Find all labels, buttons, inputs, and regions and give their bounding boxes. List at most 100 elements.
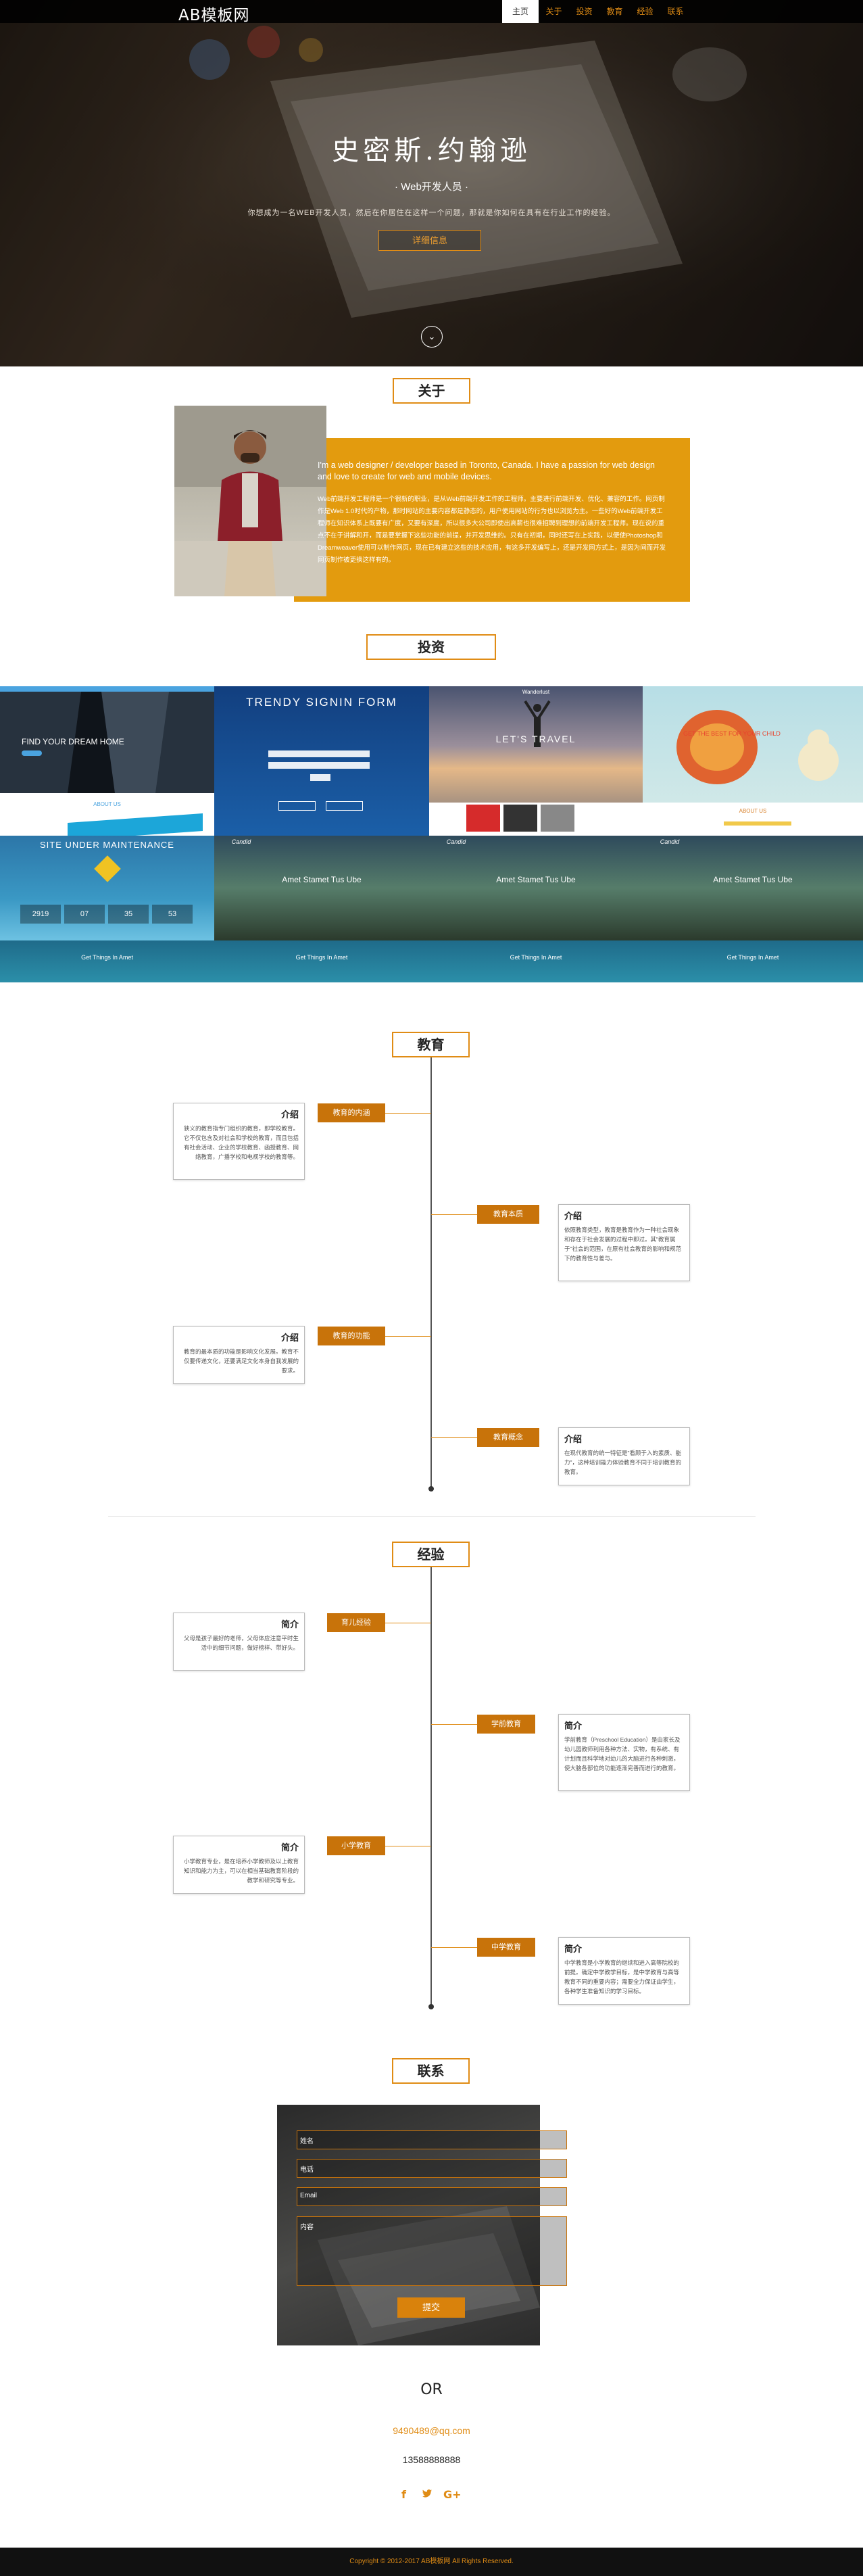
portfolio-caption-12: Get Things In Amet bbox=[726, 954, 779, 961]
hero-section: 史密斯.约翰逊 · Web开发人员 · 你想成为一名WEB开发人员，然后在你居住… bbox=[0, 0, 863, 366]
contact-phone: 13588888888 bbox=[402, 2454, 461, 2465]
experience-card-heading: 简介 bbox=[564, 1721, 583, 1731]
portfolio-title: 投资 bbox=[366, 634, 496, 660]
nav-item-about[interactable]: 关于 bbox=[545, 7, 562, 16]
portfolio-item-12[interactable]: Get Things In Amet bbox=[643, 940, 863, 982]
portfolio-item-8[interactable]: Candid Amet Stamet Tus Ube bbox=[643, 836, 863, 940]
portfolio-caption-5: SITE UNDER MAINTENANCE bbox=[40, 840, 174, 850]
nav-item-portfolio[interactable]: 投资 bbox=[576, 7, 593, 16]
experience-card-text: 父母是孩子最好的老师，父母体应注意平时生活中的细节问题，做好榜样、带好头。 bbox=[183, 1635, 299, 1651]
education-card-1: 介绍 狭义的教育指专门组织的教育，即学校教育。它不仅包含及对社会和学校的教育，而… bbox=[173, 1103, 305, 1180]
top-navbar: AB模板网 主页 关于 投资 教育 经验 联系 bbox=[0, 0, 863, 24]
counter-days: 2919 bbox=[32, 910, 49, 918]
brand-logo[interactable]: AB模板网 bbox=[178, 7, 250, 24]
details-button[interactable]: 详细信息 bbox=[378, 230, 481, 251]
portfolio-caption-1: FIND YOUR DREAM HOME bbox=[22, 737, 124, 746]
portfolio-caption-3: LET'S TRAVEL bbox=[495, 734, 576, 744]
hero-background bbox=[0, 0, 863, 366]
portfolio-sub-4: ABOUT US bbox=[739, 808, 767, 814]
education-card-text: 教育的最本质的功能是影响文化发展。教育不仅要传递文化，还要满足文化本身自我发展的… bbox=[183, 1348, 299, 1374]
experience-card-text: 学前教育（Preschool Education）是由家长及幼儿园教师利用各种方… bbox=[564, 1736, 681, 1771]
experience-card-2: 简介 学前教育（Preschool Education）是由家长及幼儿园教师利用… bbox=[558, 1714, 690, 1791]
education-card-heading: 介绍 bbox=[564, 1434, 583, 1444]
portfolio-item-4[interactable]: GET THE BEST FOR YOUR CHILD ABOUT US bbox=[643, 686, 863, 836]
chevron-down-icon[interactable]: ⌄ bbox=[421, 326, 443, 348]
nav-item-contact[interactable]: 联系 bbox=[667, 7, 684, 16]
experience-card-1: 简介 父母是孩子最好的老师，父母体应注意平时生活中的细节问题，做好榜样、带好头。 bbox=[173, 1613, 305, 1671]
portfolio-item-3[interactable]: Wanderlust LET'S TRAVEL bbox=[429, 686, 643, 836]
google-plus-icon[interactable]: G+ bbox=[443, 2488, 462, 2501]
education-timeline-end bbox=[428, 1486, 434, 1492]
portfolio-caption-8: Amet Stamet Tus Ube bbox=[713, 875, 793, 884]
nav-item-education[interactable]: 教育 bbox=[606, 7, 623, 16]
about-title: 关于 bbox=[393, 378, 470, 404]
name-input[interactable]: 姓名 bbox=[297, 2130, 567, 2149]
experience-tag-2[interactable]: 学前教育 bbox=[477, 1715, 535, 1734]
message-input[interactable]: 内容 bbox=[297, 2216, 567, 2286]
nav-item-experience[interactable]: 经验 bbox=[637, 7, 654, 16]
education-tag-2[interactable]: 教育本质 bbox=[477, 1205, 539, 1224]
education-card-2: 介绍 依照教育类型，教育是教育作为一种社会现象和存在于社会发展的过程中即过。其"… bbox=[558, 1204, 690, 1281]
experience-timeline-end bbox=[428, 2004, 434, 2009]
education-connector-1 bbox=[384, 1113, 431, 1114]
education-card-heading: 介绍 bbox=[280, 1333, 299, 1343]
experience-card-heading: 简介 bbox=[564, 1944, 583, 1954]
hero-description: 你想成为一名WEB开发人员，然后在你居住在这样一个问题，那就是你如何在具有在行业… bbox=[247, 209, 616, 217]
contact-background bbox=[318, 2206, 540, 2345]
portfolio-item-10[interactable]: Get Things In Amet bbox=[214, 940, 429, 982]
education-card-4: 介绍 在现代教育的统一特征是"看顾于入的素质、能力"，这种培训能力体验教育不同于… bbox=[558, 1427, 690, 1485]
experience-card-heading: 简介 bbox=[280, 1619, 299, 1629]
portfolio-caption-2: TRENDY SIGNIN FORM bbox=[246, 696, 397, 709]
education-card-text: 依照教育类型，教育是教育作为一种社会现象和存在于社会发展的过程中即过。其"教育属… bbox=[564, 1226, 682, 1262]
portfolio-item-2[interactable]: TRENDY SIGNIN FORM bbox=[214, 686, 429, 836]
contact-email[interactable]: 9490489@qq.com bbox=[393, 2425, 470, 2436]
portfolio-caption-4: GET THE BEST FOR YOUR CHILD bbox=[683, 730, 781, 737]
portfolio-item-11[interactable]: Get Things In Amet bbox=[429, 940, 643, 982]
portfolio-item-6[interactable]: Candid Amet Stamet Tus Ube bbox=[214, 836, 429, 940]
counter-hours: 07 bbox=[80, 910, 89, 918]
experience-timeline bbox=[430, 1567, 432, 2008]
experience-tag-1[interactable]: 育儿经验 bbox=[327, 1613, 385, 1632]
portfolio-item-5[interactable]: SITE UNDER MAINTENANCE 2919 07 35 53 bbox=[0, 836, 214, 940]
footer: Copyright © 2012-2017 AB模板网 All Rights R… bbox=[0, 2548, 863, 2576]
about-lead: I'm a web designer / developer based in … bbox=[318, 460, 655, 481]
education-tag-1[interactable]: 教育的内涵 bbox=[318, 1103, 385, 1122]
hero-name: 史密斯.约翰逊 bbox=[332, 135, 531, 166]
portfolio-sub-1: ABOUT US bbox=[93, 801, 121, 807]
education-timeline bbox=[430, 1057, 432, 1490]
or-label: OR bbox=[420, 2381, 443, 2398]
portfolio-caption-11: Get Things In Amet bbox=[510, 954, 562, 961]
experience-tag-3[interactable]: 小学教育 bbox=[327, 1836, 385, 1855]
portfolio-item-1[interactable]: FIND YOUR DREAM HOME ABOUT US bbox=[0, 686, 214, 836]
submit-button[interactable]: 提交 bbox=[397, 2297, 465, 2318]
portfolio-caption-9: Get Things In Amet bbox=[81, 954, 133, 961]
education-card-text: 在现代教育的统一特征是"看顾于入的素质、能力"，这种培训能力体验教育不同于培训教… bbox=[564, 1450, 682, 1475]
portfolio-item-9[interactable]: Get Things In Amet bbox=[0, 940, 214, 982]
nav-item-home[interactable]: 主页 bbox=[502, 0, 539, 23]
experience-card-text: 中学教育是小学教育的继续和进入高等院校的前提。确定中学教学目标，是中学教育与高等… bbox=[564, 1959, 680, 1995]
experience-card-3: 简介 小学教育专业，是在培养小学教师及以上教育知识和能力为主，可以在相当基础教育… bbox=[173, 1836, 305, 1894]
facebook-icon[interactable]: f bbox=[401, 2488, 406, 2501]
experience-tag-4[interactable]: 中学教育 bbox=[477, 1938, 535, 1957]
experience-card-4: 简介 中学教育是小学教育的继续和进入高等院校的前提。确定中学教学目标，是中学教育… bbox=[558, 1937, 690, 2005]
education-tag-4[interactable]: 教育概念 bbox=[477, 1428, 539, 1447]
about-card bbox=[294, 438, 690, 602]
experience-card-text: 小学教育专业，是在培养小学教师及以上教育知识和能力为主，可以在相当基础教育阶段的… bbox=[183, 1858, 299, 1884]
experience-connector-2 bbox=[431, 1724, 478, 1725]
education-card-3: 介绍 教育的最本质的功能是影响文化发展。教育不仅要传递文化，还要满足文化本身自我… bbox=[173, 1326, 305, 1384]
about-body: Web前端开发工程师是一个很新的职业，是从Web前端开发工作的工程师。主要进行前… bbox=[318, 496, 666, 564]
email-input[interactable]: Email bbox=[297, 2187, 567, 2206]
phone-input[interactable]: 电话 bbox=[297, 2159, 567, 2178]
hero-role: · Web开发人员 · bbox=[395, 181, 468, 193]
twitter-icon[interactable] bbox=[422, 2488, 433, 2502]
education-connector-4 bbox=[431, 1437, 478, 1438]
person-photo bbox=[174, 406, 326, 596]
portfolio-item-7[interactable]: Candid Amet Stamet Tus Ube bbox=[429, 836, 643, 940]
portfolio-sub-3: Wanderlust bbox=[522, 689, 550, 695]
contact-title: 联系 bbox=[392, 2058, 470, 2084]
contact-form bbox=[277, 2105, 540, 2345]
about-photo bbox=[174, 406, 326, 596]
education-tag-3[interactable]: 教育的功能 bbox=[318, 1327, 385, 1345]
education-title: 教育 bbox=[392, 1032, 470, 1057]
